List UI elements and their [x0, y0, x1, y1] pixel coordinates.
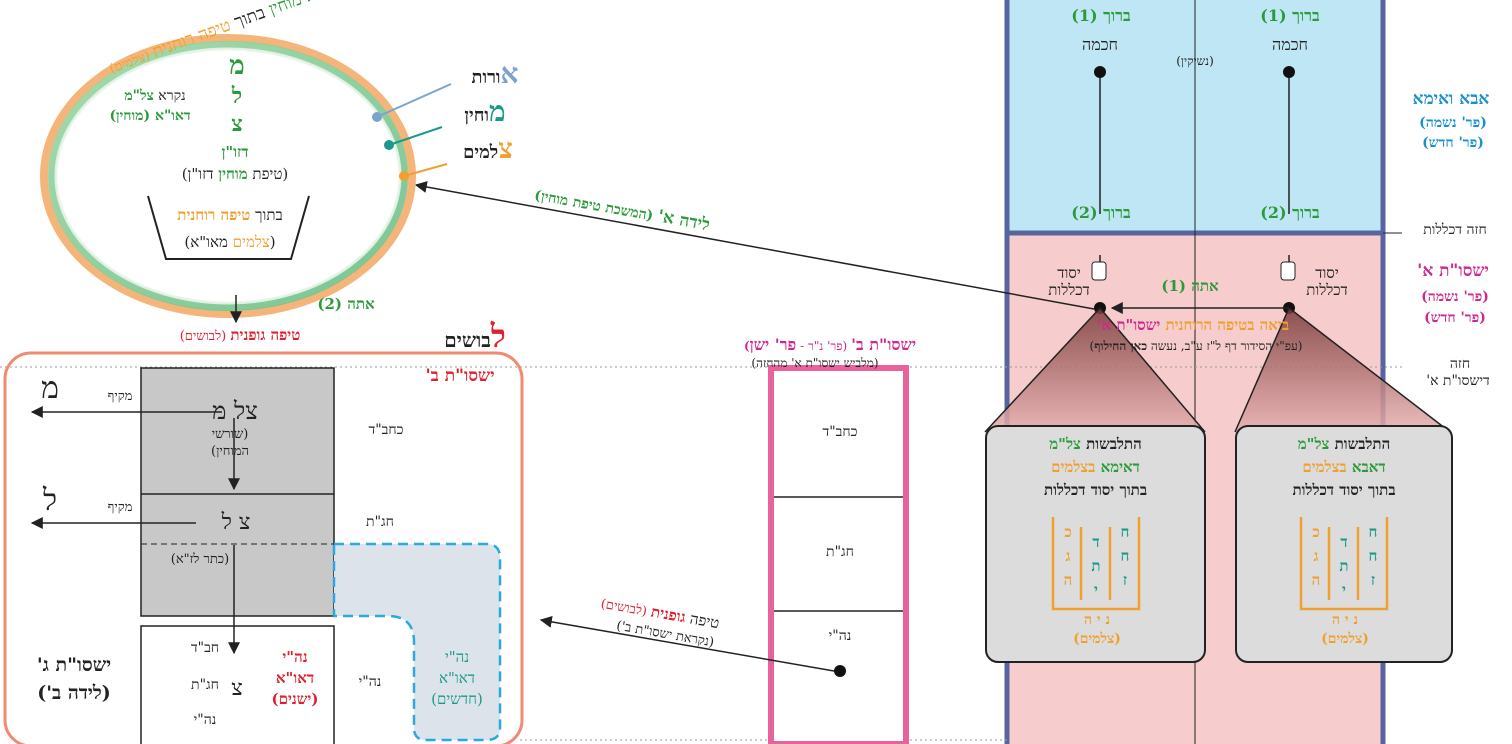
box-left-line3: בתוך יסוד דכללות — [1043, 481, 1148, 499]
betoch-tipa-ruchanit: בתוך טיפה רוחנית — [177, 206, 283, 224]
tipa-gufanit-top: טיפה גופנית (לבושים) — [179, 326, 301, 344]
yishsut-g-label: ישסו"ת ג' — [36, 654, 112, 676]
malbish-note: (מלביש ישסו"ת א' מהחזה) — [751, 356, 879, 370]
dzon-label: דזו"ן — [221, 143, 249, 161]
makif-label-2: מקיף — [107, 500, 133, 515]
chadashim-label: (חדשים) — [431, 690, 483, 708]
yishsut-b-title: ישסו"ת ב' (פר' נ"ר - פר' ישן) — [743, 335, 917, 354]
hitlabshut-box-right — [1235, 425, 1453, 663]
baruch1-right: ברוך (1) — [1260, 6, 1320, 25]
letter-lamed: ל — [231, 83, 243, 109]
chaze-haklalut-label: חזה דכללות — [1423, 222, 1487, 238]
bl-kachbad: כחב"ד — [368, 422, 404, 438]
neshikin-label: (נשיקין) — [1176, 54, 1214, 68]
yishsut-b-frame — [3, 351, 524, 744]
letter-mem: מ — [229, 51, 245, 81]
box-right-line1: התלבשות צל"מ — [1297, 435, 1391, 453]
yesod-left-label: יסוד דכללות — [1048, 264, 1090, 300]
leida-arrow — [414, 181, 1095, 310]
baruch2-left: ברוך (2) — [1071, 203, 1131, 222]
bl-nehi-small: נה"י — [193, 712, 217, 728]
new-nehi-dashed-region — [332, 542, 502, 742]
cup-trapezoid — [147, 195, 310, 260]
chochma-left: חכמה — [1082, 35, 1118, 54]
ata2-label: אתה (2) — [317, 295, 375, 313]
dao-mochin: דאו"א (מוחין) — [109, 108, 191, 124]
hamochin-label: המוחין) — [211, 444, 249, 459]
kachbad-chagat-gray-box — [140, 367, 335, 617]
makif-lamed-letter: ל — [42, 483, 58, 518]
bl-chagat2: חג"ת — [191, 677, 219, 693]
mochin-label: מוחין — [464, 95, 506, 128]
bia-label: ביאה בטיפה הרוחנית ישסו"ת א' — [1096, 316, 1290, 334]
box-left-line2: דאימא בצלמים — [1051, 458, 1140, 476]
levushim-label: לבושים — [444, 317, 506, 355]
par-chadash-label: (פר' חדש) — [1422, 135, 1484, 151]
middle-chagat: חג"ת — [826, 544, 854, 560]
tza-lamed: צ ל — [221, 510, 251, 535]
aba-veima-label: אבא ואימא — [1412, 89, 1490, 109]
bl-tzadi: צ — [231, 676, 243, 701]
tzal-mem: צל מ — [212, 397, 258, 425]
bl-nehi-right: נה"י — [358, 674, 382, 690]
yeshanim-label: (ישנים) — [271, 690, 319, 708]
yesod-right-label: יסוד דכללות — [1306, 264, 1348, 300]
ata1-label: אתה (1) — [1161, 277, 1219, 295]
par-neshama-label: (פר' נשמה) — [1419, 115, 1487, 131]
tzlamim-label: צלמים — [463, 132, 513, 165]
chochma-right-dot — [1283, 66, 1295, 78]
tipat-mochin-dzon: (טיפת מוחין דזו"ן) — [181, 165, 289, 183]
par-neshama2-label: (פר' נשמה) — [1421, 289, 1489, 305]
pink-column — [768, 365, 909, 744]
nyh-left: נ י ה — [1083, 612, 1111, 628]
keter-za-label: (כתר לז"א) — [170, 552, 230, 567]
nehi-dao-blue: נה"י — [444, 648, 470, 666]
box-right-line2: דאבא בצלמים — [1302, 458, 1386, 476]
nehi-dao-red: נה"י — [282, 648, 308, 666]
leida-b-label: (לידה ב') — [37, 682, 111, 704]
chochma-left-dot — [1094, 66, 1106, 78]
dao-blue: דאו"א — [439, 669, 475, 687]
cone-left — [985, 308, 1205, 432]
orot-label: אורות — [471, 57, 519, 90]
nehi-middle-dot — [834, 665, 846, 677]
baruch2-right: ברוך (2) — [1260, 203, 1320, 222]
bl-chabad: חב"ד — [190, 640, 220, 656]
middle-kachbad: כחב"ד — [822, 424, 858, 440]
chaze-label: חזה — [1449, 356, 1471, 372]
shorshei-label: (שורשי — [211, 427, 249, 442]
bl-chagat: חג"ת — [366, 514, 394, 530]
makif-mem-letter: מ — [41, 371, 59, 406]
nyh-right: נ י ה — [1331, 612, 1359, 628]
yishsut-b-corner-label: ישסו"ת ב' — [425, 366, 495, 386]
cone-right — [1235, 308, 1450, 432]
hitlabshut-box-left — [985, 425, 1206, 663]
dao-red: דאו"א — [275, 669, 315, 687]
tipa-ring-orange — [40, 34, 416, 318]
box-left-line1: התלבשות צל"מ — [1049, 435, 1142, 453]
makif-label-1: מקיף — [107, 389, 133, 404]
siddur-note: (עפ"י הסידור דף ל"ז ע"ב, נעשה כאן החילוף… — [1089, 339, 1303, 353]
deyishsut-a-label: דישסו"ת א' — [1426, 373, 1490, 389]
letter-tzadi: צ — [231, 111, 243, 137]
nikra-tzlm: נקרא צל"מ — [124, 88, 186, 104]
tzlamim-right: (צלמים) — [1321, 631, 1369, 647]
chochma-right: חכמה — [1272, 35, 1308, 54]
tzlamim-mao: (צלמים מאו"א) — [184, 233, 276, 251]
tzlamim-left: (צלמים) — [1073, 631, 1121, 647]
box-right-line3: בתוך יסוד דכללות — [1292, 481, 1396, 499]
middle-nehi: נה"י — [828, 628, 852, 644]
par-chadash2-label: (פר' חדש) — [1424, 310, 1486, 326]
baruch1-left: ברוך (1) — [1071, 6, 1131, 25]
yishsut-a-label: ישסו"ת א' — [1417, 261, 1489, 281]
